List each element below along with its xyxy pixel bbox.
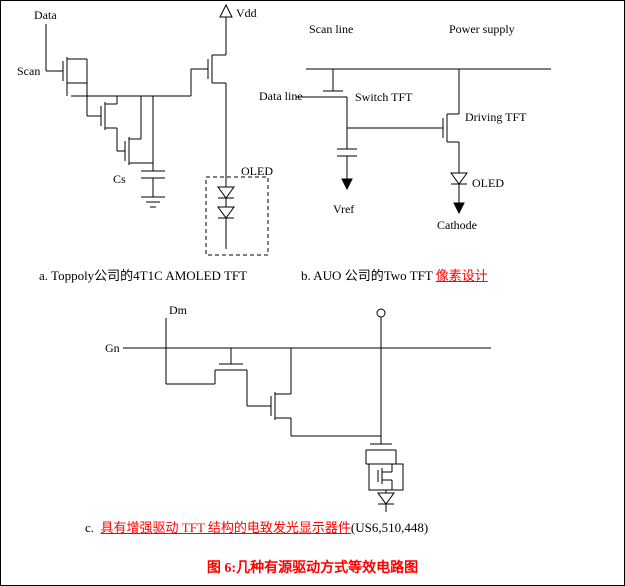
label-vref: Vref	[333, 202, 354, 216]
label-data-line: Data line	[259, 89, 303, 103]
tft-drive	[191, 54, 226, 84]
caption-b: b. AUO 公司的Two TFT 像素设计	[301, 265, 488, 284]
label-vdd: Vdd	[236, 6, 257, 20]
ground-icon	[141, 196, 165, 208]
caption-c-link[interactable]: 具有增强驱动 TFT 结构的电致发光显示器件	[100, 520, 351, 535]
tft-c3	[365, 443, 403, 465]
enhanced-drive-box	[368, 463, 404, 491]
label-scan-line: Scan line	[309, 22, 353, 36]
caption-a-text: a. Toppoly公司的4T1C AMOLED TFT	[39, 268, 248, 283]
caption-c-patent: (US6,510,448)	[350, 520, 429, 535]
tft-switch	[62, 57, 88, 96]
circuit-c-wires	[123, 317, 491, 444]
storage-capacitor	[141, 170, 165, 179]
tft-driving-b	[442, 113, 459, 143]
label-oled-b: OLED	[472, 176, 504, 190]
tft-c4-inner	[377, 464, 393, 490]
label-scan: Scan	[17, 64, 40, 78]
oled-diode-2	[217, 206, 235, 249]
caption-a: a. Toppoly公司的4T1C AMOLED TFT	[39, 265, 247, 284]
tft-c1	[214, 348, 248, 406]
storage-capacitor-b	[337, 128, 357, 179]
circuit-b-wires	[296, 68, 551, 173]
oled-outline-box	[205, 176, 269, 256]
label-cathode: Cathode	[437, 218, 477, 232]
label-power-supply: Power supply	[449, 22, 515, 36]
label-driving-tft: Driving TFT	[465, 110, 527, 124]
label-gn: Gn	[105, 341, 120, 355]
circuit-a-diagram: Data Scan Vdd Cs OLED	[17, 3, 273, 256]
circuit-a-wires	[45, 17, 227, 197]
tft-switch-b	[319, 90, 347, 98]
oled-diode-b	[450, 172, 468, 203]
label-data: Data	[34, 8, 57, 22]
label-cs: Cs	[113, 172, 126, 186]
caption-c: c. 具有增强驱动 TFT 结构的电致发光显示器件(US6,510,448)	[85, 517, 428, 536]
caption-c-letter: c.	[85, 520, 98, 535]
tft-comp-2	[124, 96, 153, 165]
cathode-arrow-icon	[453, 202, 465, 215]
el-diode	[377, 490, 395, 512]
label-oled-a: OLED	[241, 164, 273, 178]
label-dm: Dm	[169, 303, 188, 317]
vdd-supply-icon	[219, 3, 233, 18]
figure-caption: 图 6:几种有源驱动方式等效电路图	[206, 561, 419, 576]
oled-diode-1	[217, 181, 235, 207]
label-switch-tft: Switch TFT	[355, 90, 413, 104]
caption-b-text: b. AUO 公司的Two TFT	[301, 268, 436, 283]
tft-c2	[247, 348, 292, 436]
circuit-c-diagram: Dm Gn	[105, 303, 491, 512]
caption-b-link[interactable]: 像素设计	[435, 268, 488, 283]
circuit-b-diagram: Scan line Power supply Data line Switch …	[259, 22, 551, 232]
tft-comp-1	[100, 96, 118, 151]
vref-arrow-icon	[341, 178, 353, 191]
terminal-node-icon	[376, 308, 386, 318]
